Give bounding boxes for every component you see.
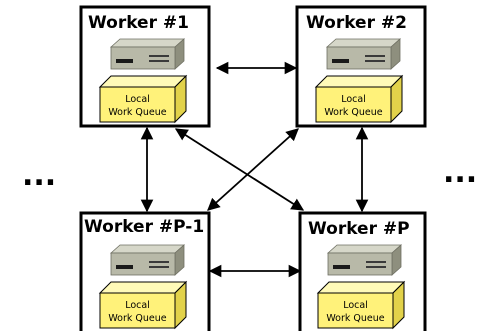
server-icon [325, 38, 402, 70]
worker-node-p-minus-1: Worker #P-1 Local Work Queue [79, 211, 211, 331]
queue-label-line1: Local [341, 94, 366, 105]
arrow-worker2-workerP1 [207, 128, 299, 211]
worker-node-2: Worker #2 Local Work Queue [295, 5, 427, 128]
worker-node-1: Worker #1 Local Work Queue [79, 5, 211, 128]
server-icon [326, 244, 403, 276]
worker-node-p: Worker #P Local Work Queue [298, 211, 427, 331]
queue-label-line1: Local [125, 94, 150, 105]
queue-label-line2: Work Queue [326, 313, 384, 324]
server-icon [109, 38, 186, 70]
worker-title: Worker #2 [306, 13, 407, 33]
worker-title: Worker #1 [88, 13, 189, 33]
queue-box-icon: Local Work Queue [316, 280, 406, 330]
ellipsis-right: ... [443, 155, 477, 190]
queue-box-icon: Local Work Queue [98, 280, 188, 330]
queue-label-line2: Work Queue [108, 107, 166, 118]
queue-box-icon: Local Work Queue [314, 74, 404, 124]
worker-title: Worker #P-1 [84, 217, 204, 237]
queue-label-line1: Local [125, 300, 150, 311]
server-icon [109, 244, 186, 276]
ellipsis-left: ... [22, 158, 56, 193]
queue-label-line2: Work Queue [324, 107, 382, 118]
queue-label-line2: Work Queue [108, 313, 166, 324]
queue-box-icon: Local Work Queue [98, 74, 188, 124]
queue-label-line1: Local [343, 300, 368, 311]
worker-title: Worker #P [308, 219, 410, 239]
